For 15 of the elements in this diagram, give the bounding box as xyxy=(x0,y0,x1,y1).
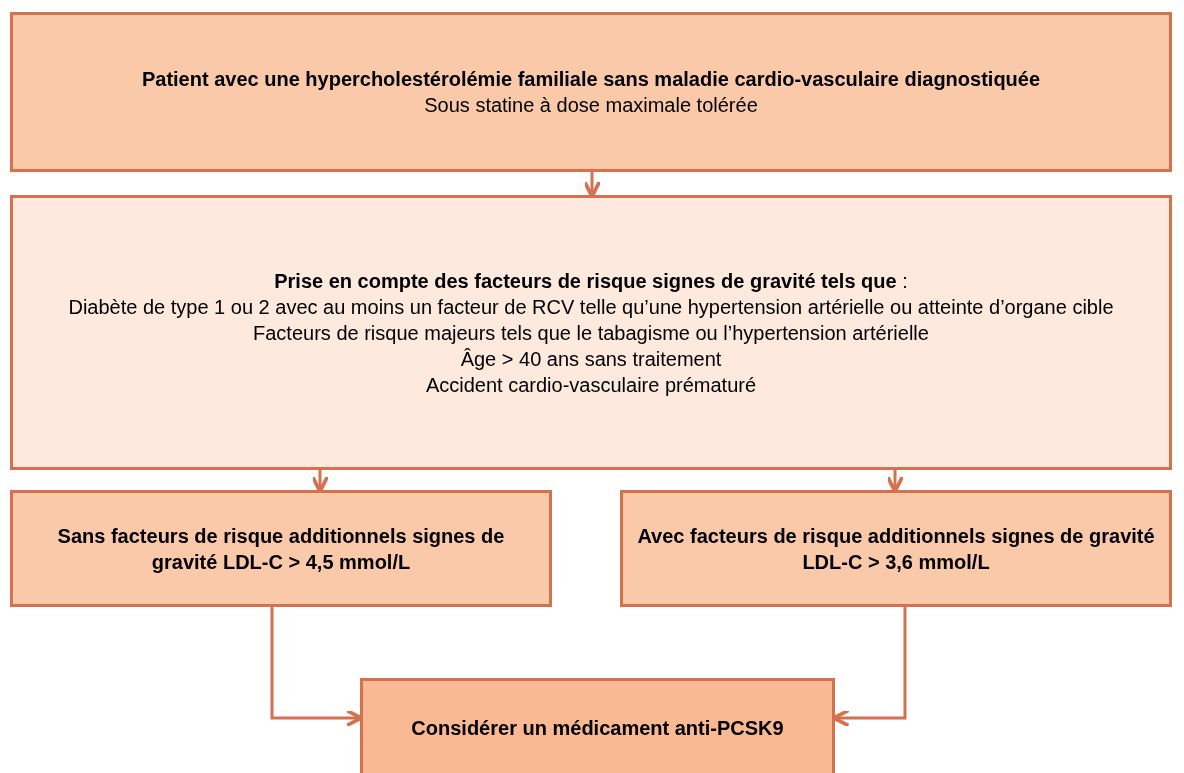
node-text: Âge > 40 ans sans traitement xyxy=(460,346,722,372)
condition-box xyxy=(620,490,1172,607)
node-heading: Avec facteurs de risque additionnels signes de gravité LDL-C > 3,6 mmol/L xyxy=(637,523,1155,575)
node-text: Facteurs de risque majeurs tels que le tabagisme ou l’hypertension artérielle xyxy=(253,320,929,346)
node-heading: Considérer un médicament anti-PCSK9 xyxy=(411,716,784,741)
condition-box xyxy=(10,490,552,607)
node-text: Diabète de type 1 ou 2 avec au moins un facteur de RCV telle qu’une hypertension artérielle ou atteinte d’organe cible xyxy=(68,294,1114,320)
node-text: Sous statine à dose maximale tolérée xyxy=(424,93,758,118)
node-heading: Patient avec une hypercholestérolémie familiale sans maladie cardio-vasculaire diagnostiquée xyxy=(141,67,1041,92)
patient-box xyxy=(10,12,1172,172)
risk-factors-box xyxy=(10,195,1172,470)
node-heading: Prise en compte des facteurs de risque signes de gravité tels que : xyxy=(274,268,908,294)
node-heading: Sans facteurs de risque additionnels signes de gravité LDL-C > 4,5 mmol/L xyxy=(56,523,506,575)
recommendation-box xyxy=(360,678,835,773)
node-text: Accident cardio-vasculaire prématuré xyxy=(425,372,757,398)
